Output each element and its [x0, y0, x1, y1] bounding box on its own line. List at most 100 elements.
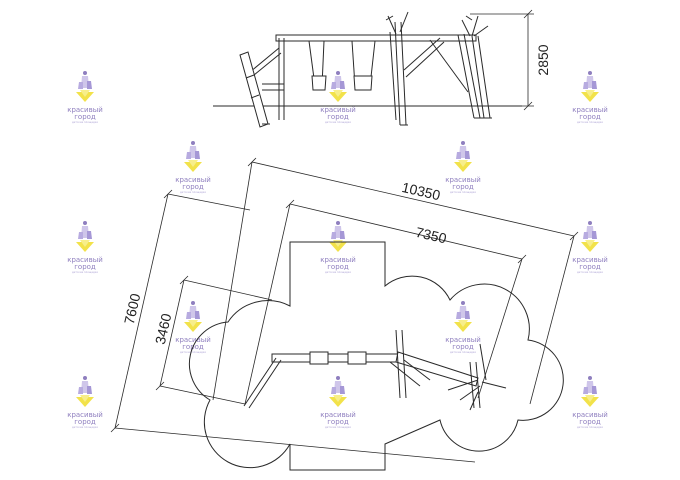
watermark-logo: красивый город детские площадки — [572, 221, 608, 274]
right-top — [461, 19, 471, 37]
watermark-tagline: детские площадки — [180, 191, 206, 194]
plan-center-post — [401, 329, 407, 399]
watermark-icon — [329, 376, 347, 407]
right-top — [473, 25, 489, 37]
watermark-icon — [329, 71, 347, 102]
plan-center-post — [395, 329, 401, 399]
watermark-icon — [76, 376, 94, 407]
watermark-icon — [329, 221, 347, 252]
watermark-brand: город — [327, 263, 349, 271]
safety-zone — [188, 241, 564, 471]
watermark-brand: город — [579, 418, 601, 426]
right-post — [477, 35, 491, 119]
watermark-brand: красивый — [572, 106, 608, 114]
post-top — [399, 11, 409, 33]
watermark-logo: красивый город детские площадки — [67, 221, 103, 274]
watermark-tagline: детские площадки — [450, 191, 476, 194]
watermark-tagline: детские площадки — [325, 426, 351, 429]
watermark-brand: красивый — [445, 336, 481, 344]
watermark-brand: красивый — [445, 176, 481, 184]
watermark-logo: красивый город детские площадки — [320, 376, 356, 429]
right-top — [465, 15, 473, 21]
watermark-icon — [454, 301, 472, 332]
watermark-brand: город — [182, 183, 204, 191]
watermark-brand: город — [74, 263, 96, 271]
plan-right-post — [475, 361, 481, 409]
overall-width-label: 7600 — [121, 292, 144, 326]
watermark-brand: красивый — [320, 411, 356, 419]
swing-seat — [311, 75, 327, 91]
watermark-logo: красивый город детские площадки — [175, 141, 211, 194]
watermark-logo: красивый город детские площадки — [445, 301, 481, 354]
watermark-brand: город — [579, 113, 601, 121]
watermark-brand: красивый — [572, 256, 608, 264]
left-brace — [249, 47, 280, 73]
watermark-brand: красивый — [175, 336, 211, 344]
post-top — [385, 15, 394, 21]
watermark-brand: красивый — [320, 106, 356, 114]
plan-center-brace — [389, 361, 421, 387]
inner-length-label: 7350 — [414, 224, 448, 247]
right-post — [463, 33, 481, 119]
watermark-tagline: детские площадки — [325, 121, 351, 124]
dimension-overall-width — [110, 189, 476, 463]
watermark-logo: красивый город детские площадки — [445, 141, 481, 194]
plan-left-leg — [248, 359, 282, 409]
dimension-overall-length — [212, 157, 579, 405]
watermark-brand: красивый — [67, 106, 103, 114]
plan-right-brace — [447, 379, 479, 391]
plan-right-leg — [479, 343, 487, 381]
center-brace — [403, 37, 441, 71]
center-post — [389, 31, 397, 121]
watermark-tagline: детские площадки — [72, 121, 98, 124]
swing-seat — [353, 75, 373, 91]
dimension-inner-length — [244, 199, 527, 405]
watermark-tagline: детские площадки — [325, 271, 351, 274]
watermark-tagline: детские площадки — [72, 426, 98, 429]
watermark-icon — [184, 141, 202, 172]
plan-swing-seat — [309, 351, 329, 365]
watermark-logo: красивый город детские площадки — [67, 71, 103, 124]
plan-swing-seat — [347, 351, 367, 365]
height-dimension — [470, 9, 534, 111]
right-post — [471, 35, 485, 119]
watermark-brand: город — [74, 113, 96, 121]
dimension-inner-width — [155, 275, 273, 405]
watermark-tagline: детские площадки — [577, 271, 603, 274]
watermark-tagline: детские площадки — [72, 271, 98, 274]
watermark-brand: город — [327, 113, 349, 121]
overall-length-label: 10350 — [400, 179, 442, 203]
left-brace — [253, 52, 282, 76]
watermark-brand: красивый — [175, 176, 211, 184]
right-post — [457, 34, 475, 119]
watermark-logo: красивый город детские площадки — [320, 221, 356, 274]
watermark-logo: красивый город детские площадки — [572, 376, 608, 429]
watermark-logo: красивый город детские площадки — [572, 71, 608, 124]
plan-left-leg — [243, 357, 277, 407]
watermark-icon — [581, 71, 599, 102]
plan-right-post — [469, 361, 475, 409]
watermark-brand: красивый — [67, 411, 103, 419]
height-label: 2850 — [535, 44, 551, 75]
plan-top-beam — [271, 353, 399, 363]
plan-right-brace — [481, 381, 507, 389]
watermark-brand: красивый — [572, 411, 608, 419]
post-top — [387, 15, 397, 35]
watermark-brand: город — [327, 418, 349, 426]
center-brace — [405, 41, 445, 78]
watermark-tagline: детские площадки — [577, 426, 603, 429]
right-top — [471, 15, 479, 37]
top-beam — [275, 34, 477, 42]
watermark-icon — [581, 221, 599, 252]
plan-right-brace — [469, 391, 479, 411]
watermark-icon — [454, 141, 472, 172]
watermark-icon — [76, 71, 94, 102]
right-brace — [429, 39, 469, 93]
watermark-logo: красивый город детские площадки — [320, 71, 356, 124]
watermark-icon — [581, 376, 599, 407]
elevation-view — [213, 11, 522, 128]
watermark-brand: красивый — [67, 256, 103, 264]
watermark-brand: город — [452, 343, 474, 351]
watermark-icon — [76, 221, 94, 252]
